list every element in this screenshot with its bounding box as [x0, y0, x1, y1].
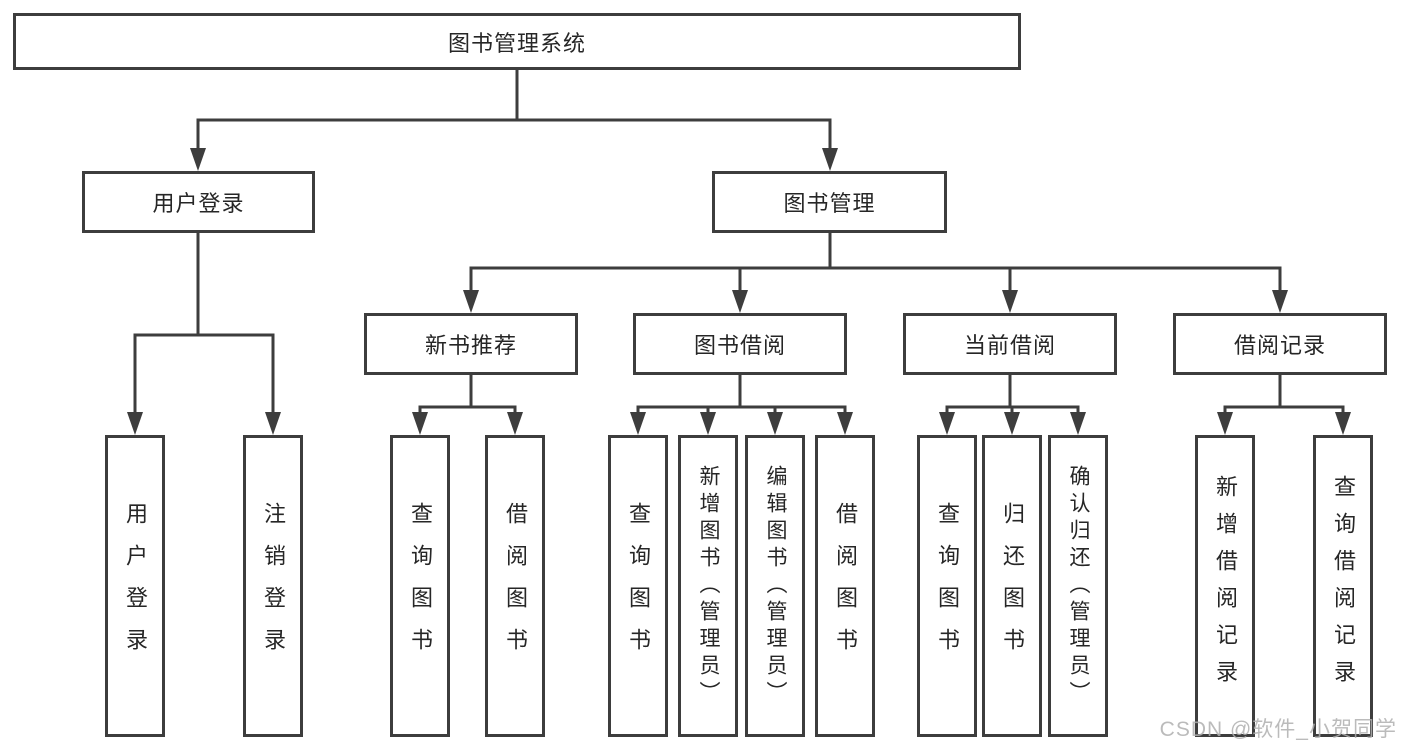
- leaf-label: 查询图书: [935, 502, 960, 670]
- connector-records-to-leaves: [1217, 375, 1351, 435]
- csdn-watermark: CSDN @软件_小贺同学: [1159, 718, 1397, 741]
- leaf-borrow-books-recommend: 借阅图书: [485, 435, 545, 737]
- node-label: 借阅记录: [1233, 333, 1326, 358]
- node-borrow-records: 借阅记录: [1173, 313, 1387, 375]
- leaf-label: 注销登录: [261, 502, 286, 670]
- node-label: 当前借阅: [963, 333, 1056, 358]
- leaf-label: 查询图书: [408, 502, 433, 670]
- leaf-user-login: 用户登录: [105, 435, 165, 737]
- connector-book-management-to-level3: [463, 233, 1288, 313]
- leaf-confirm-return-admin: 确认归还（管理员）: [1048, 435, 1108, 737]
- leaf-query-books-borrow: 查询图书: [608, 435, 668, 737]
- leaf-borrow-books-borrow: 借阅图书: [815, 435, 875, 737]
- node-current-borrow: 当前借阅: [903, 313, 1117, 375]
- leaf-label: 用户登录: [123, 502, 148, 670]
- leaf-query-borrow-record: 查询借阅记录: [1313, 435, 1373, 737]
- leaf-add-borrow-record: 新增借阅记录: [1195, 435, 1255, 737]
- leaf-label: 借阅图书: [833, 502, 858, 670]
- leaf-label: 借阅图书: [503, 502, 528, 670]
- leaf-label: 归还图书: [1000, 502, 1025, 670]
- connector-recommend-to-leaves: [412, 375, 523, 435]
- leaf-label: 新增图书（管理员）: [697, 464, 720, 708]
- leaf-logout: 注销登录: [243, 435, 303, 737]
- node-label: 新书推荐: [424, 333, 517, 358]
- node-label: 用户登录: [152, 191, 245, 216]
- node-label: 图书借阅: [693, 333, 786, 358]
- node-label: 图书管理: [783, 191, 876, 216]
- node-book-management: 图书管理: [712, 171, 947, 233]
- connector-root-to-level2: [190, 69, 838, 171]
- leaf-label: 新增借阅记录: [1213, 475, 1238, 697]
- leaf-edit-book-admin: 编辑图书（管理员）: [745, 435, 805, 737]
- node-label: 图书管理系统: [447, 30, 586, 56]
- leaf-query-books-current: 查询图书: [917, 435, 977, 737]
- node-library-management-system: 图书管理系统: [13, 13, 1021, 70]
- leaf-label: 查询图书: [626, 502, 651, 670]
- connector-current-to-leaves: [939, 375, 1086, 435]
- node-book-borrow: 图书借阅: [633, 313, 847, 375]
- leaf-query-books-recommend: 查询图书: [390, 435, 450, 737]
- leaf-label: 查询借阅记录: [1331, 475, 1356, 697]
- leaf-add-book-admin: 新增图书（管理员）: [678, 435, 738, 737]
- node-new-book-recommend: 新书推荐: [364, 313, 578, 375]
- leaf-label: 确认归还（管理员）: [1067, 464, 1090, 708]
- node-user-login: 用户登录: [82, 171, 315, 233]
- leaf-return-book: 归还图书: [982, 435, 1042, 737]
- connector-user-login-to-leaves: [127, 233, 281, 435]
- leaf-label: 编辑图书（管理员）: [764, 464, 787, 708]
- connector-borrow-to-leaves: [630, 375, 853, 435]
